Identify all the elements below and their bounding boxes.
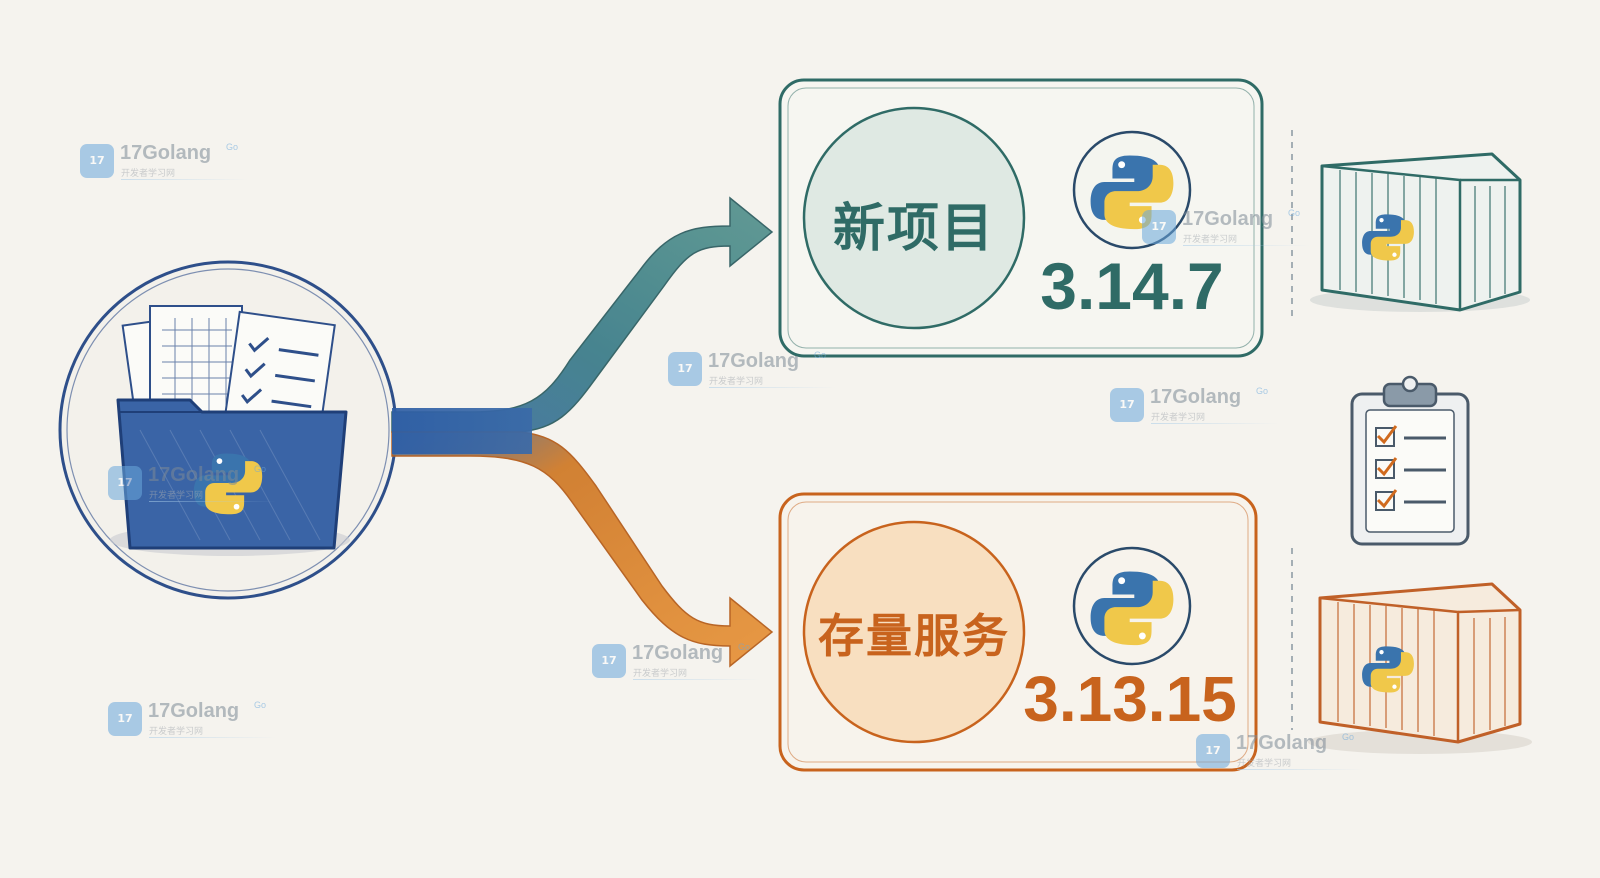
branch-label-new-project: 新项目 — [832, 199, 995, 259]
watermark-brand: 17Golang — [148, 700, 240, 722]
watermark-brand: 17Golang — [1182, 208, 1274, 230]
watermark-logo: 17 — [1196, 734, 1230, 768]
watermark-tag: Go — [814, 350, 827, 360]
watermark-brand: 17Golang — [1150, 386, 1242, 408]
watermark-logo: 17 — [592, 644, 626, 678]
watermark: 17 17Golang Go 开发者学习网 — [1142, 206, 1342, 250]
clipboard-checklist-icon — [1350, 375, 1470, 546]
container-icon — [1310, 152, 1530, 312]
folder-with-documents-and-python-logo-icon — [110, 305, 350, 556]
watermark-tag: Go — [226, 142, 239, 152]
watermark: 17 17Golang Go 开发者学习网 — [80, 140, 280, 184]
container-icon — [1308, 582, 1532, 754]
new-project-box — [778, 78, 1264, 358]
watermark: 17 17Golang Go 开发者学习网 — [592, 640, 792, 684]
watermark-logo: 17 — [668, 352, 702, 386]
legacy-service-box — [778, 492, 1258, 772]
watermark-subtitle: 开发者学习网 — [633, 669, 688, 679]
watermark-subtitle: 开发者学习网 — [1151, 413, 1206, 423]
watermark-tag: Go — [738, 642, 751, 652]
watermark-subtitle: 开发者学习网 — [149, 727, 204, 737]
watermark-subtitle: 开发者学习网 — [709, 377, 764, 387]
watermark: 17 17Golang Go 开发者学习网 — [668, 348, 868, 392]
watermark-logo: 17 — [1110, 388, 1144, 422]
watermark-brand: 17Golang — [148, 464, 240, 486]
watermark-brand: 17Golang — [120, 142, 212, 164]
watermark-brand: 17Golang — [1236, 732, 1328, 754]
watermark-subtitle: 开发者学习网 — [149, 491, 204, 501]
watermark: 17 17Golang Go 开发者学习网 — [108, 462, 308, 506]
watermark-brand: 17Golang — [708, 350, 800, 372]
watermark: 17 17Golang Go 开发者学习网 — [1196, 730, 1396, 774]
watermark-logo: 17 — [80, 144, 114, 178]
watermark-tag: Go — [254, 464, 267, 474]
watermark-tag: Go — [1342, 732, 1355, 742]
watermark-tag: Go — [1256, 386, 1269, 396]
watermark: 17 17Golang Go 开发者学习网 — [1110, 384, 1310, 428]
watermark: 17 17Golang Go 开发者学习网 — [108, 698, 308, 742]
watermark-tag: Go — [1288, 208, 1301, 218]
watermark-logo: 17 — [1142, 210, 1176, 244]
watermark-subtitle: 开发者学习网 — [1237, 759, 1292, 769]
watermark-logo: 17 — [108, 466, 142, 500]
version-new-project: 3.14.7 — [1040, 249, 1224, 323]
watermark-logo: 17 — [108, 702, 142, 736]
watermark-subtitle: 开发者学习网 — [121, 169, 176, 179]
watermark-tag: Go — [254, 700, 267, 710]
branch-label-legacy-service: 存量服务 — [818, 609, 1010, 663]
watermark-brand: 17Golang — [632, 642, 724, 664]
branch-arrows — [391, 196, 774, 668]
version-legacy-service: 3.13.15 — [1023, 663, 1237, 735]
watermark-subtitle: 开发者学习网 — [1183, 235, 1238, 245]
